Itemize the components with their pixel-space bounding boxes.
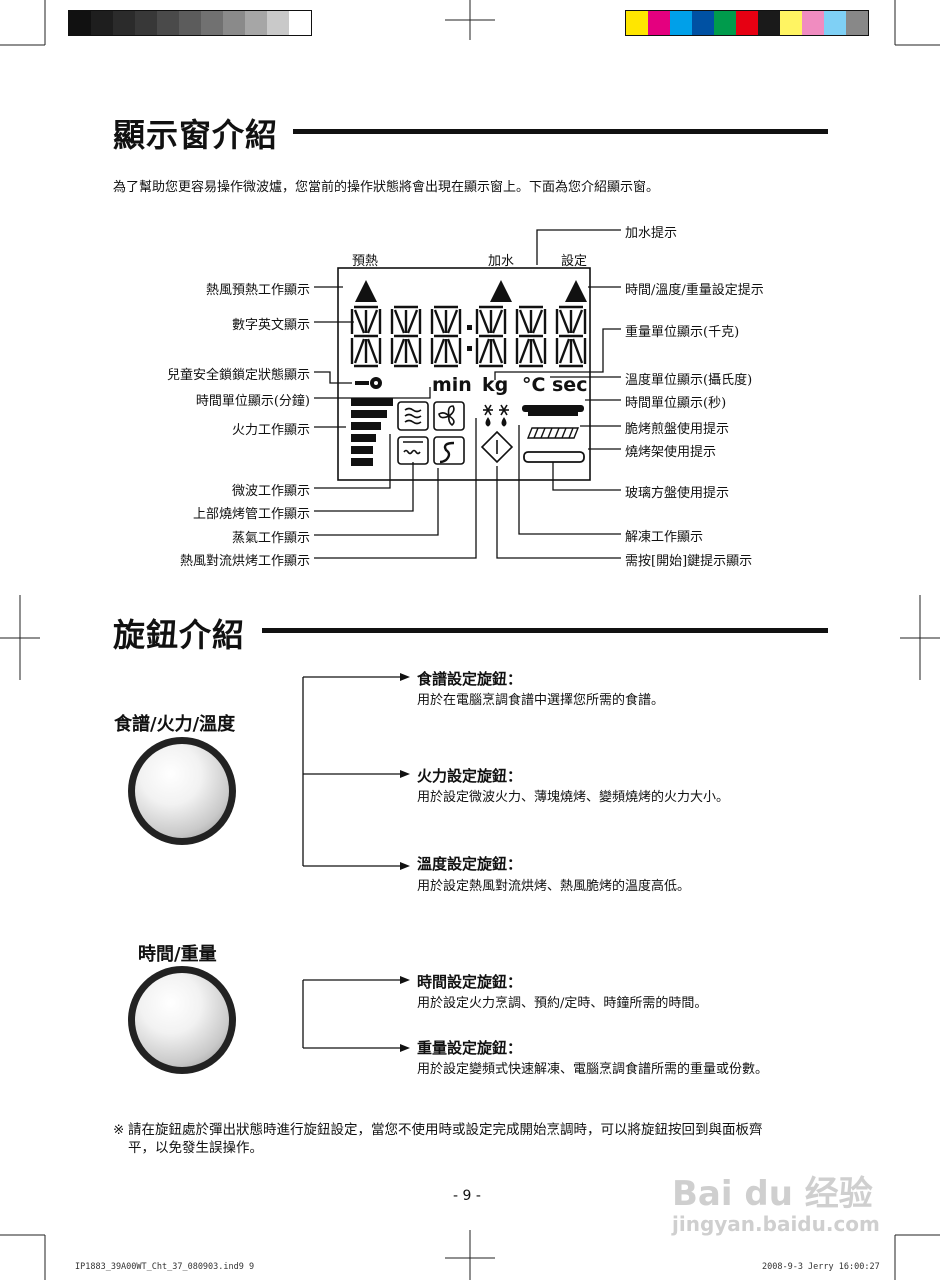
knob-recipe-title: 食譜設定旋鈕： bbox=[417, 668, 522, 689]
knob-power-title: 火力設定旋鈕： bbox=[417, 765, 522, 786]
knob-time-title: 時間設定旋鈕： bbox=[417, 971, 522, 992]
footer-date: 2008-9-3 Jerry 16:00:27 bbox=[762, 1262, 880, 1272]
watermark-url: jingyan.baidu.com bbox=[672, 1212, 880, 1236]
note-line-2: 平，以免發生誤操作。 bbox=[128, 1139, 263, 1158]
knob-time-desc: 用於設定火力烹調、預約/定時、時鐘所需的時間。 bbox=[417, 992, 707, 1011]
watermark-brand: Bai du 经验 bbox=[672, 1166, 873, 1215]
footer-file: IP1883_39A00WT_Cht_37_080903.ind9 9 bbox=[75, 1262, 254, 1272]
knob-power-desc: 用於設定微波火力、薄塊燒烤、變頻燒烤的火力大小。 bbox=[417, 786, 729, 805]
note-mark: ※ bbox=[113, 1121, 124, 1140]
knob-temp-desc: 用於設定熱風對流烘烤、熱風脆烤的溫度高低。 bbox=[417, 875, 690, 894]
knob-recipe-desc: 用於在電腦烹調食譜中選擇您所需的食譜。 bbox=[417, 689, 664, 708]
note-line-1: 請在旋鈕處於彈出狀態時進行旋鈕設定，當您不使用時或設定完成開始烹調時，可以將旋鈕… bbox=[128, 1121, 838, 1140]
knob-bracket-arrows bbox=[0, 0, 940, 1100]
knob-weight-title: 重量設定旋鈕： bbox=[417, 1037, 522, 1058]
knob-temp-title: 溫度設定旋鈕： bbox=[417, 853, 522, 874]
knob-weight-desc: 用於設定變頻式快速解凍、電腦烹調食譜所需的重量或份數。 bbox=[417, 1058, 768, 1077]
page-number: - 9 - bbox=[453, 1188, 481, 1204]
